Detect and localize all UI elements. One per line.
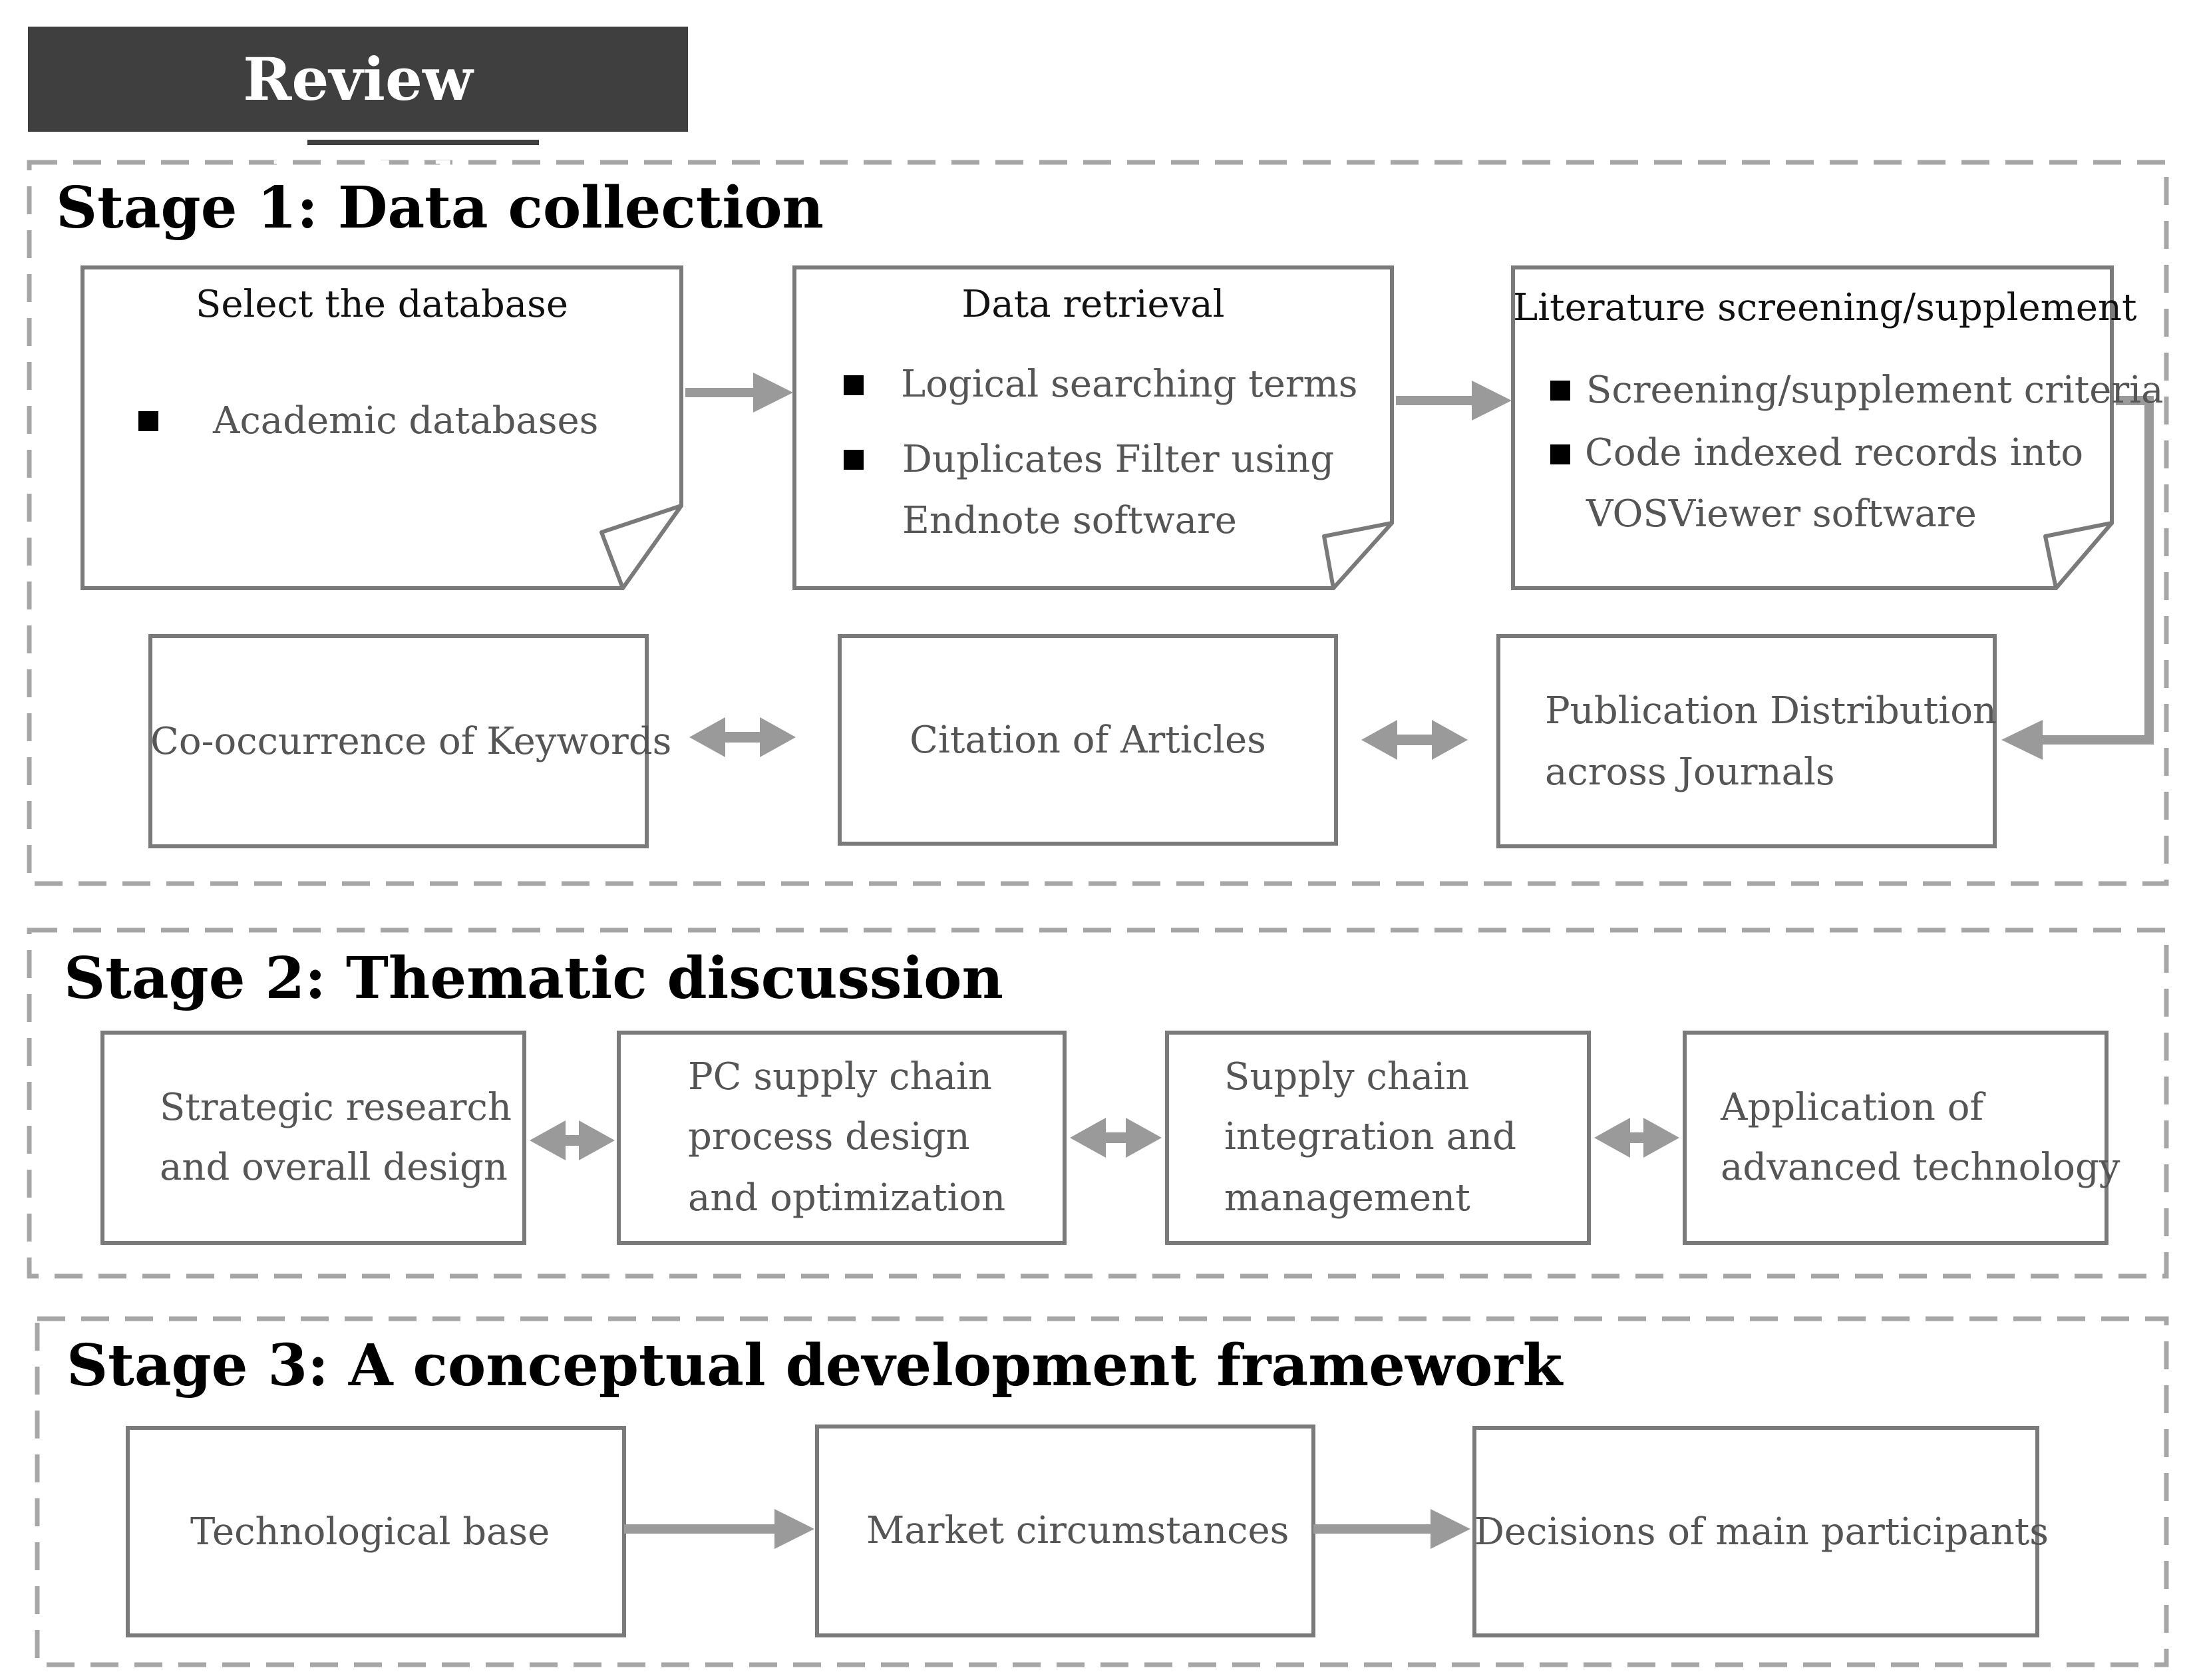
co-occurrence-label: Co-occurrence of Keywords <box>150 720 672 763</box>
data-retrieval-box <box>792 265 1394 590</box>
stage3-box-decisions <box>1472 1426 2039 1637</box>
strategic-line-2: and overall design <box>160 1146 508 1189</box>
bullet-icon <box>1550 444 1570 464</box>
citation-box <box>838 634 1338 846</box>
stage1-title: Stage 1: Data collection <box>56 174 824 242</box>
data-retrieval-heading: Data retrieval <box>961 283 1225 326</box>
double-arrow-stage2-1 <box>530 1120 615 1160</box>
decisions-label: Decisions of main participants <box>1474 1510 2049 1554</box>
process-line-2: process design <box>688 1115 970 1158</box>
select-database-box <box>81 265 683 590</box>
bullet-icon <box>138 411 158 431</box>
technological-base-label: Technological base <box>190 1510 550 1554</box>
double-arrow-keywords-citation <box>689 717 796 757</box>
integration-line-1: Supply chain <box>1224 1055 1470 1098</box>
page-title: Review methodology <box>146 45 570 219</box>
stage2-container <box>27 927 2169 1279</box>
double-arrow-citation-publication <box>1361 720 1468 760</box>
select-database-item: Academic databases <box>213 399 599 442</box>
stage3-box-technological-base <box>126 1426 626 1637</box>
screening-item-1: Screening/supplement criteria <box>1586 369 2164 412</box>
stage3-box-market <box>815 1425 1315 1637</box>
arrow-screening-to-publication <box>2001 396 2154 760</box>
stage3-title: Stage 3: A conceptual development framew… <box>67 1332 1563 1399</box>
screening-heading: Literature screening/supplement <box>1513 286 2137 329</box>
data-retrieval-item-1: Logical searching terms <box>901 363 1358 406</box>
publication-label-2: across Journals <box>1545 751 1835 794</box>
bullet-icon <box>844 375 864 395</box>
bullet-icon <box>844 450 864 470</box>
citation-label: Citation of Articles <box>910 719 1266 762</box>
arrow-market-to-decisions <box>1313 1509 1470 1549</box>
technology-line-1: Application of <box>1721 1086 1984 1129</box>
stage2-box-process-design <box>617 1031 1067 1245</box>
stage2-box-integration <box>1165 1031 1591 1245</box>
screening-item-2-cont: VOSViewer software <box>1586 492 1977 536</box>
select-database-heading: Select the database <box>196 283 568 326</box>
integration-line-2: integration and <box>1224 1115 1516 1158</box>
publication-distribution-box <box>1496 634 1997 848</box>
data-retrieval-item-2-cont: Endnote software <box>902 499 1237 542</box>
co-occurrence-box <box>148 634 649 848</box>
stage2-box-strategic <box>100 1031 526 1245</box>
screening-item-2: Code indexed records into <box>1585 431 2084 474</box>
title-underline <box>307 140 539 145</box>
literature-screening-box <box>1511 265 2114 590</box>
technology-line-2: advanced technology <box>1721 1146 2120 1189</box>
bullet-icon <box>1550 381 1570 401</box>
stage2-box-technology <box>1683 1031 2109 1245</box>
title-banner <box>28 27 688 132</box>
arrow-retrieval-to-screening <box>1396 381 1512 420</box>
strategic-line-1: Strategic research <box>160 1086 512 1129</box>
arrow-select-to-retrieval <box>685 373 793 413</box>
arrow-tech-to-market <box>624 1509 814 1549</box>
market-label: Market circumstances <box>866 1509 1289 1552</box>
stage3-container <box>35 1316 2169 1667</box>
publication-label-1: Publication Distribution <box>1545 689 1997 733</box>
integration-line-3: management <box>1224 1176 1470 1220</box>
process-line-1: PC supply chain <box>688 1055 992 1098</box>
data-retrieval-item-2: Duplicates Filter using <box>902 438 1335 481</box>
process-line-3: and optimization <box>688 1176 1006 1220</box>
double-arrow-stage2-3 <box>1594 1118 1679 1158</box>
double-arrow-stage2-2 <box>1070 1118 1162 1158</box>
stage1-container <box>27 160 2169 886</box>
stage2-title: Stage 2: Thematic discussion <box>64 945 1004 1012</box>
